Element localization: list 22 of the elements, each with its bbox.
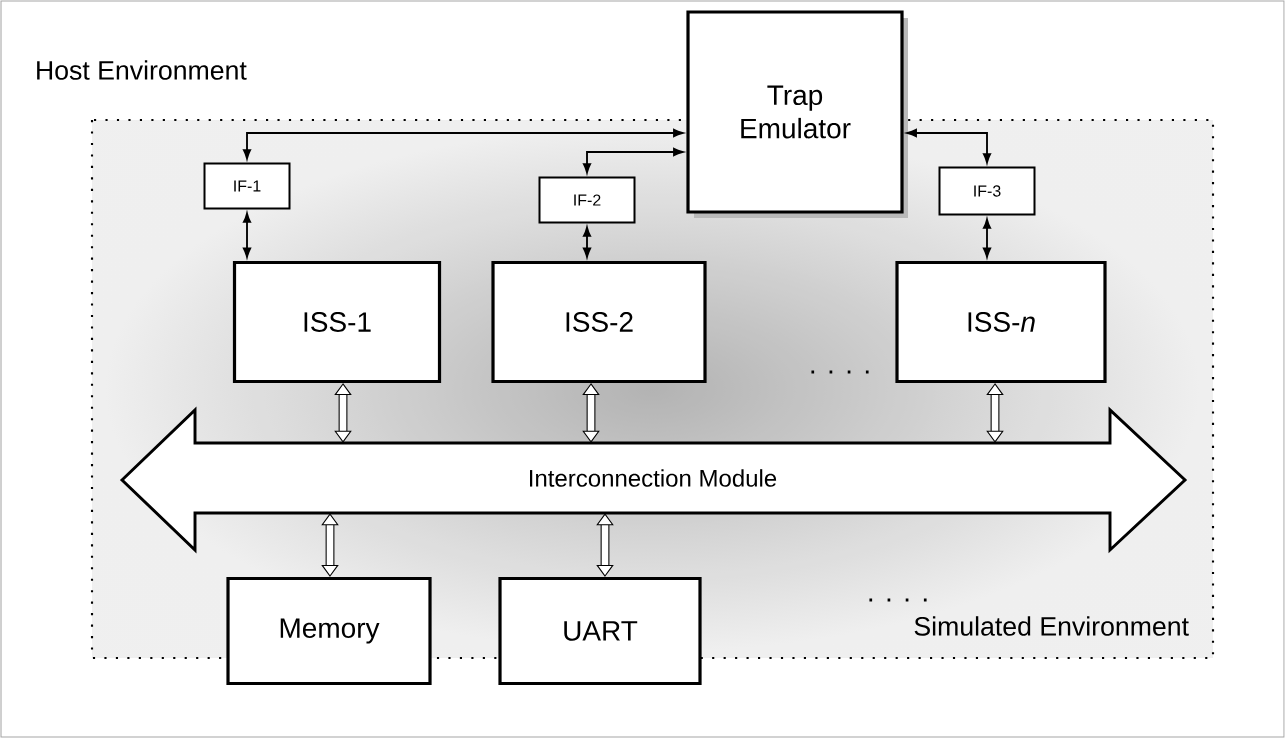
connector-arrow xyxy=(906,128,992,164)
connector-arrow xyxy=(982,218,992,258)
ellipsis: . . . . xyxy=(811,370,869,374)
uart-box: UART xyxy=(498,576,702,686)
hollow-double-arrow xyxy=(321,513,339,577)
interface-box: IF-2 xyxy=(538,176,636,224)
memory-box: Memory xyxy=(226,576,432,686)
ellipsis: . . . . xyxy=(869,598,927,602)
simulator-box: ISS-2 xyxy=(491,260,707,384)
connector-arrow xyxy=(582,147,684,174)
simulator-box: ISS-1 xyxy=(232,260,442,384)
connector-arrow xyxy=(582,226,592,258)
connector-arrow xyxy=(242,212,252,258)
interface-box: IF-1 xyxy=(203,162,291,210)
hollow-double-arrow xyxy=(986,383,1004,443)
trap-emulator-box: Trap Emulator xyxy=(686,10,908,218)
hollow-double-arrow xyxy=(334,383,352,443)
hollow-double-arrow xyxy=(582,383,600,443)
connector-arrow xyxy=(242,128,684,160)
interface-box: IF-3 xyxy=(938,166,1036,216)
simulator-box: ISS-n xyxy=(895,260,1107,384)
hollow-double-arrow xyxy=(596,513,614,577)
